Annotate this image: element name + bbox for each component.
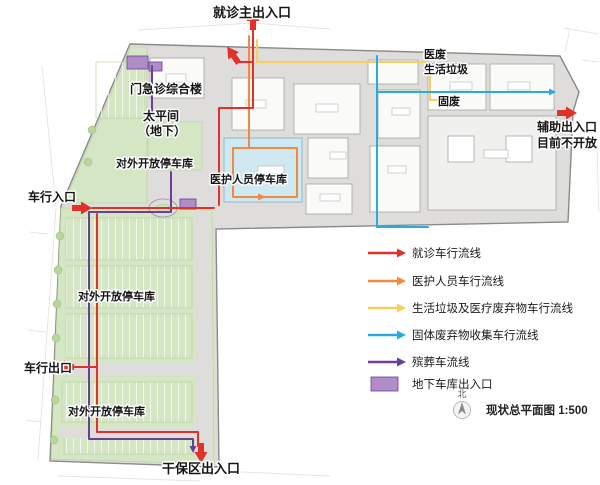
- courtyard: [505, 135, 533, 163]
- solid-waste-arrowhead: [549, 88, 556, 96]
- building-block-7: [369, 145, 421, 213]
- label-parking-bottom: 对外开放停车库: [68, 404, 145, 418]
- legend-item-funeral: 殡葬车流线: [368, 355, 470, 369]
- trees: [49, 125, 97, 445]
- parking-rows: [61, 61, 195, 455]
- legend-label: 就诊车行流线: [412, 246, 481, 260]
- label-mortuary-note: （地下）: [138, 123, 186, 138]
- flow-line-solid-waste: [376, 55, 554, 228]
- legend-item-waste: 生活垃圾及医疗废弃物车行流线: [368, 301, 573, 315]
- label-vehicle-entrance: 车行入口: [28, 189, 76, 204]
- map-labels: 就诊主出入口 医废 生活垃圾 固废 辅助出入口 目前不开放 门急诊综合楼 太平间…: [23, 4, 600, 478]
- compass-needle: [458, 402, 466, 415]
- north-label: 北: [457, 389, 466, 399]
- context-lines: [25, 22, 600, 482]
- waste-arrowhead: [446, 96, 453, 104]
- legend: 就诊车行流线 医护人员车行流线 生活垃圾及医疗废弃物车行流线 固体废弃物收集车行…: [368, 246, 588, 419]
- label-medical-waste: 医废: [424, 47, 446, 61]
- label-mortuary: 太平间: [143, 108, 179, 123]
- label-service-entrance: 干保区出入口: [162, 461, 240, 476]
- label-parking-top: 对外开放停车库: [116, 156, 193, 170]
- staff-arrowhead: [258, 193, 266, 201]
- legend-garage-swatch: [370, 376, 399, 392]
- legend-item-staff: 医护人员车行流线: [368, 274, 504, 288]
- legend-arrowhead: [397, 357, 406, 367]
- label-main-entrance: 就诊主出入口: [213, 5, 291, 20]
- building-ward-complex: [427, 115, 557, 211]
- courtyard: [447, 135, 475, 163]
- legend-label: 医护人员车行流线: [412, 274, 504, 288]
- legend-item-solid-waste: 固体废弃物收集车行流线: [368, 328, 539, 342]
- legend-arrowhead: [397, 248, 406, 258]
- flow-arrowheads: [189, 88, 556, 453]
- building-block-5: [367, 59, 419, 85]
- label-aux-entrance: 辅助出入口: [537, 119, 597, 134]
- legend-item-garage: 地下车库出入口: [370, 376, 493, 392]
- garage-entrance-marker: [148, 61, 163, 72]
- label-domestic-waste: 生活垃圾: [424, 62, 469, 76]
- label-aux-note: 目前不开放: [537, 135, 598, 150]
- garage-entrance-marker: [126, 55, 149, 70]
- legend-item-patient: 就诊车行流线: [368, 246, 481, 260]
- north-compass: 北: [453, 389, 471, 419]
- label-staff-parking: 医护人员停车库: [210, 172, 287, 186]
- legend-label: 生活垃圾及医疗废弃物车行流线: [412, 301, 573, 315]
- legend-arrowhead: [397, 276, 406, 286]
- building-nameplates: [165, 73, 531, 202]
- legend-label: 地下车库出入口: [412, 377, 493, 391]
- legend-label: 固体废弃物收集车行流线: [412, 328, 539, 342]
- garage-entrances: [126, 55, 197, 210]
- label-outpatient-building: 门急诊综合楼: [130, 81, 202, 96]
- flow-line-funeral: [88, 65, 194, 450]
- legend-arrowhead: [397, 330, 406, 340]
- plan-caption: 现状总平面图 1:500: [486, 403, 588, 417]
- flow-line-patient: [69, 27, 254, 447]
- flow-line-waste: [256, 39, 449, 101]
- label-vehicle-exit: 车行出口: [24, 360, 72, 375]
- funeral-arrowhead: [189, 446, 197, 453]
- legend-label: 殡葬车流线: [412, 355, 470, 369]
- label-parking-mid: 对外开放停车库: [78, 289, 155, 303]
- label-solid-waste: 固废: [438, 94, 460, 108]
- legend-arrowhead: [397, 303, 406, 313]
